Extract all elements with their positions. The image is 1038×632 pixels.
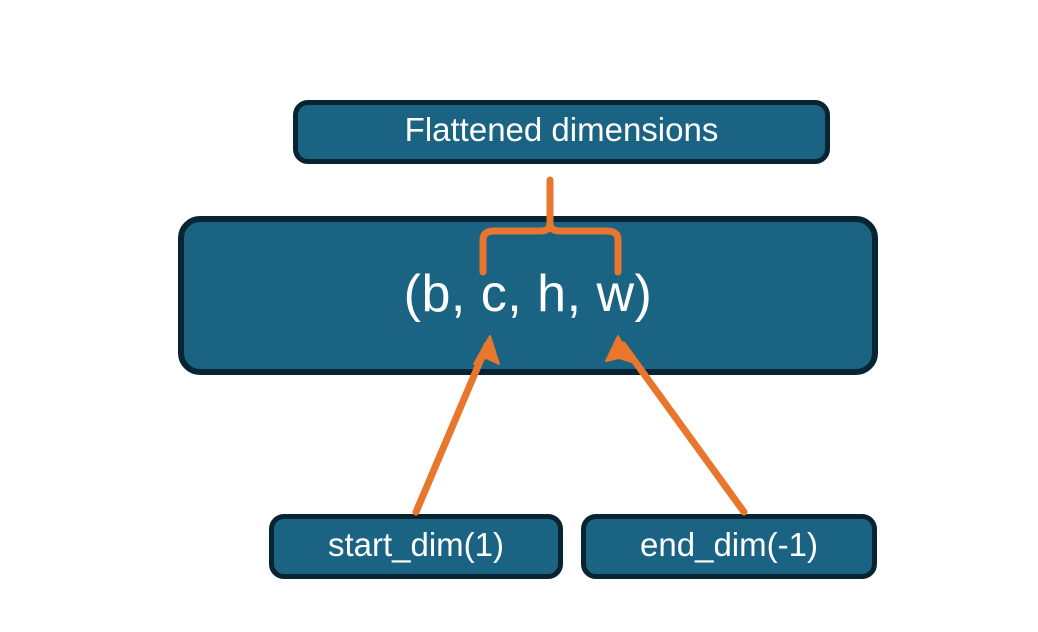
node-start-dim[interactable]: start_dim(1) bbox=[269, 514, 563, 579]
node-end-dim-label: end_dim(-1) bbox=[640, 525, 818, 563]
node-flattened-dimensions-label: Flattened dimensions bbox=[404, 111, 719, 149]
node-tensor-shape-label: (b, c, h, w) bbox=[403, 264, 653, 323]
node-tensor-shape[interactable]: (b, c, h, w) bbox=[178, 216, 878, 375]
node-flattened-dimensions[interactable]: Flattened dimensions bbox=[293, 100, 830, 164]
node-end-dim[interactable]: end_dim(-1) bbox=[581, 514, 877, 579]
node-start-dim-label: start_dim(1) bbox=[327, 525, 505, 563]
